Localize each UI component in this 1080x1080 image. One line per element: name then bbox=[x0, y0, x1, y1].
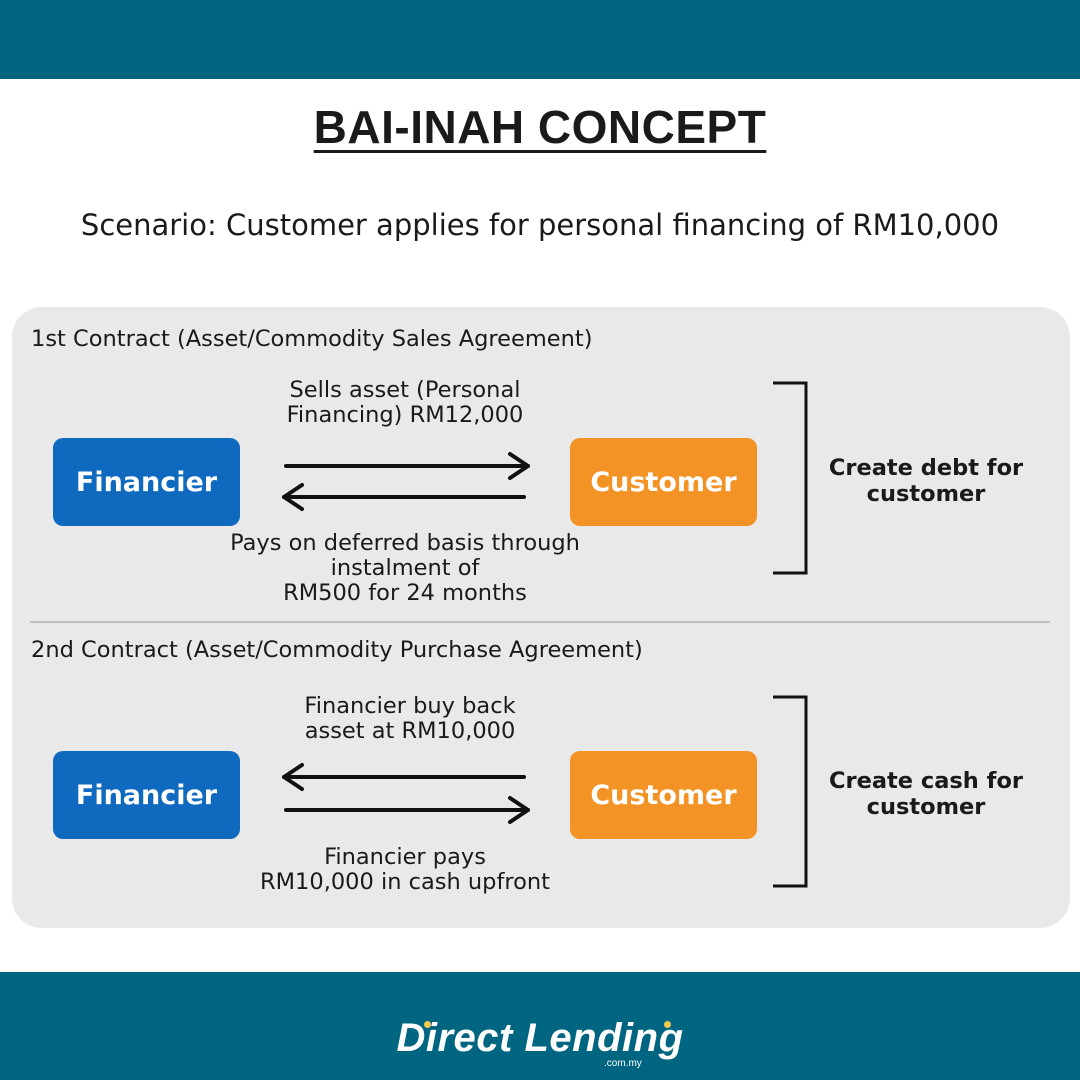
direct-lending-logo: Direct Lending bbox=[396, 1016, 684, 1060]
top-banner bbox=[0, 0, 1080, 79]
contract1-pay-caption-line1: Pays on deferred basis through bbox=[230, 530, 580, 556]
title-text: BAI-INAH CONCEPT bbox=[313, 101, 767, 153]
contract1-sell-caption-line2: Financing) RM12,000 bbox=[286, 402, 524, 428]
contract2-label: 2nd Contract (Asset/Commodity Purchase A… bbox=[31, 637, 643, 663]
contract1-effect-line1: Create debt for bbox=[828, 455, 1024, 481]
contract1-sell-arrow bbox=[284, 452, 530, 480]
bottom-banner bbox=[0, 972, 1080, 1080]
contract1-pay-caption-line3: RM500 for 24 months bbox=[283, 580, 527, 606]
page-title: BAI-INAH CONCEPT bbox=[0, 100, 1080, 154]
contract2-financier-box: Financier bbox=[53, 751, 240, 839]
contract1-sell-caption-line1: Sells asset (Personal bbox=[289, 377, 521, 403]
contract2-effect-line1: Create cash for bbox=[828, 768, 1023, 794]
contract2-buyback-caption: Financier buy back asset at RM10,000 bbox=[255, 694, 565, 744]
logo-dot-icon bbox=[664, 1021, 671, 1028]
contract1-pay-caption: Pays on deferred basis through instalmen… bbox=[180, 531, 630, 606]
contract2-buyback-caption-line2: asset at RM10,000 bbox=[304, 718, 516, 744]
contract1-effect-line2: customer bbox=[866, 481, 986, 507]
contract1-pay-caption-line2: instalment of bbox=[330, 555, 480, 581]
scenario-text: Scenario: Customer applies for personal … bbox=[80, 208, 1000, 242]
contract2-cash-caption: Financier pays RM10,000 in cash upfront bbox=[205, 845, 605, 895]
contract2-bracket bbox=[773, 695, 808, 888]
contract1-label: 1st Contract (Asset/Commodity Sales Agre… bbox=[31, 326, 593, 352]
contract1-sell-caption: Sells asset (Personal Financing) RM12,00… bbox=[255, 378, 555, 428]
contract1-customer-box: Customer bbox=[570, 438, 757, 526]
logo-dot-icon bbox=[424, 1021, 431, 1028]
contract1-effect: Create debt for customer bbox=[815, 455, 1037, 507]
contract2-buyback-arrow bbox=[282, 763, 526, 791]
contract1-bracket bbox=[773, 381, 808, 575]
contract2-cash-caption-line2: RM10,000 in cash upfront bbox=[260, 869, 550, 895]
contract2-cash-caption-line1: Financier pays bbox=[324, 844, 486, 870]
contract1-financier-box: Financier bbox=[53, 438, 240, 526]
contract2-cash-arrow bbox=[284, 796, 530, 824]
contract2-customer-box: Customer bbox=[570, 751, 757, 839]
contract2-effect-line2: customer bbox=[866, 794, 986, 820]
contract-divider bbox=[30, 621, 1050, 623]
logo-domain: .com.my bbox=[604, 1058, 642, 1069]
contract2-buyback-caption-line1: Financier buy back bbox=[304, 693, 516, 719]
contract2-effect: Create cash for customer bbox=[815, 768, 1037, 820]
contract1-pay-arrow bbox=[282, 483, 526, 511]
